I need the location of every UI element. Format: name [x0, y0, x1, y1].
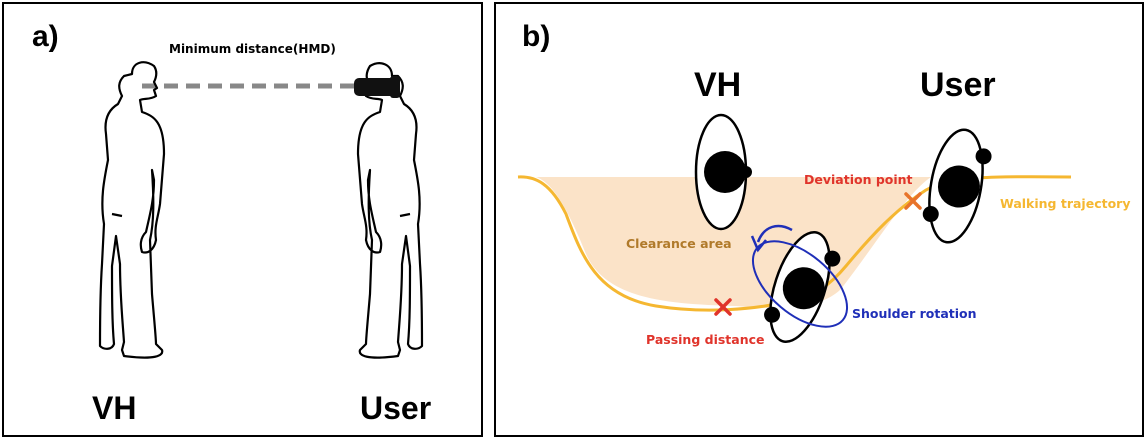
vh-topview [694, 113, 752, 231]
deviation-point-marker-icon [904, 192, 922, 210]
user-title: User [920, 66, 996, 104]
clearance-area-label: Clearance area [626, 236, 732, 251]
passing-distance-label: Passing distance [646, 332, 765, 347]
shoulder-rotation-label: Shoulder rotation [852, 306, 977, 321]
passing-distance-marker-icon [714, 298, 732, 316]
panel-b: b) VH User [494, 2, 1144, 437]
vh-figure [98, 61, 166, 359]
user-topview [922, 128, 992, 244]
user-passing-topview [764, 230, 841, 344]
vh-title: VH [694, 66, 742, 104]
minimum-distance-label: Minimum distance(HMD) [169, 42, 336, 56]
vh-label: VH [92, 390, 137, 426]
user-label: User [360, 390, 432, 426]
panel-a: a) Minimum distance(HMD) VH User [2, 2, 483, 437]
walking-trajectory-label: Walking trajectory [1000, 196, 1131, 211]
panel-a-drawing [98, 61, 424, 359]
panel-a-label: a) [32, 20, 59, 53]
rotation-arrow-icon [756, 224, 793, 243]
panel-b-label: b) [522, 20, 551, 53]
hmd-icon [354, 76, 400, 98]
user-figure [356, 62, 424, 359]
panel-b-drawing [517, 113, 1072, 344]
deviation-point-label: Deviation point [804, 172, 913, 187]
